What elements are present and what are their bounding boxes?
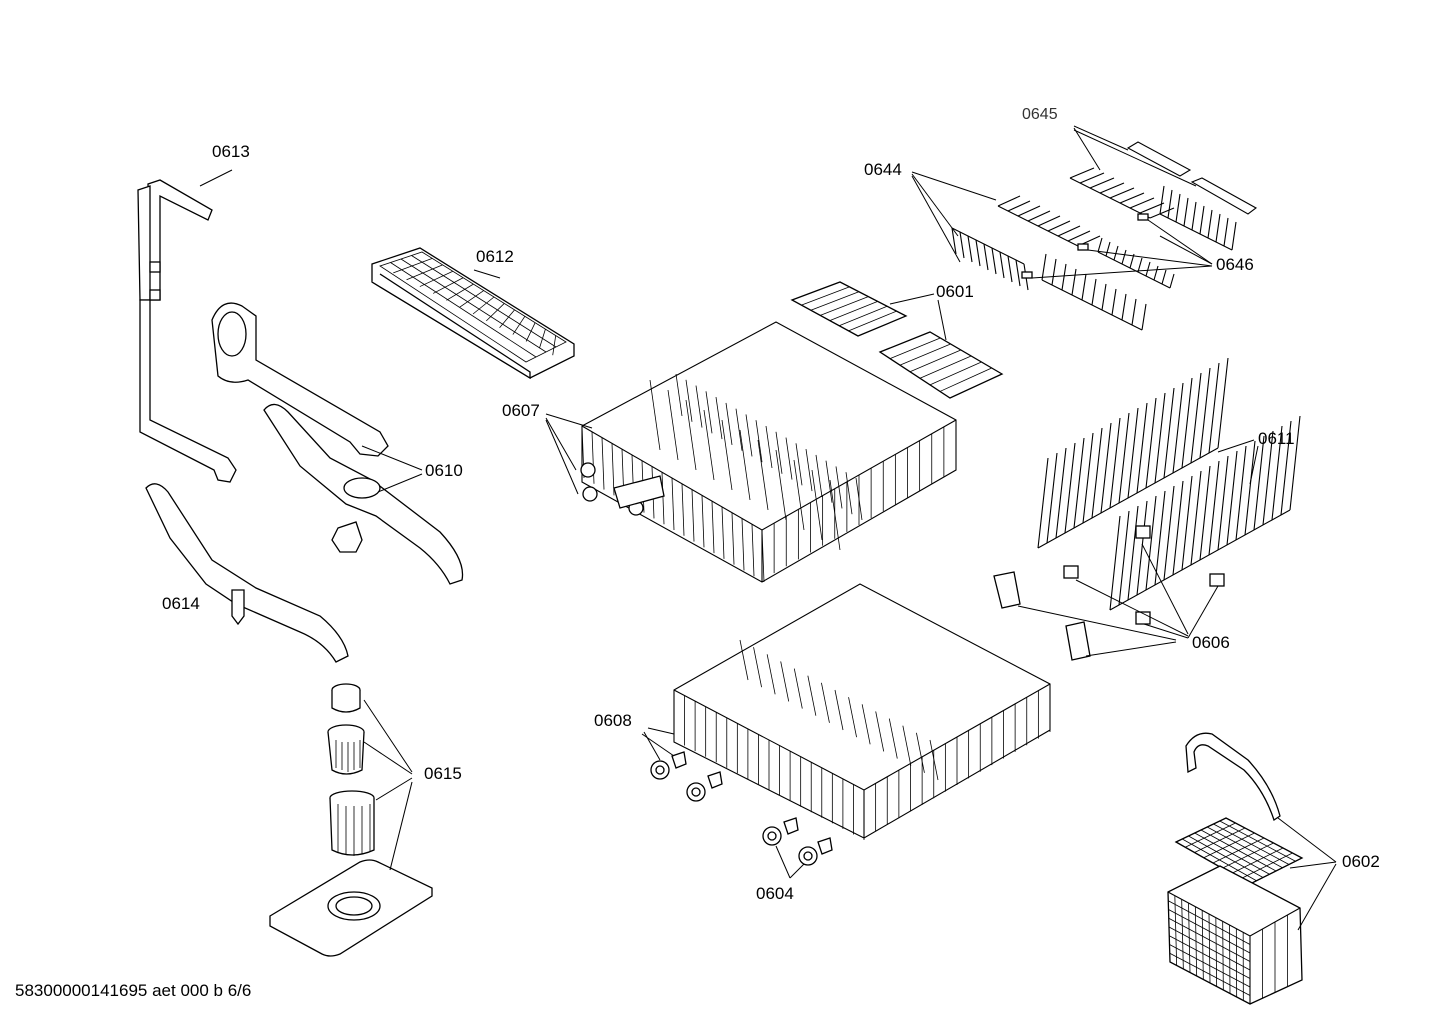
filter-assembly-0615 [269, 683, 433, 957]
clips-0606 [993, 571, 1091, 661]
lower-spray-arm-0614 [145, 483, 349, 663]
leader-lines [199, 125, 1337, 931]
document-footer-code: 58300000141695 aet 000 b 6/6 [15, 981, 252, 1000]
label-0601: 0601 [936, 282, 974, 301]
label-0611: 0611 [1258, 429, 1295, 448]
label-0614: 0614 [162, 594, 200, 613]
label-0610: 0610 [425, 461, 463, 480]
fold-tines-0644 [951, 141, 1258, 331]
cutlery-tray-0612 [371, 247, 575, 380]
upper-spray-arm-0610 [211, 302, 464, 585]
wheels-0604 [650, 751, 833, 866]
label-0602: 0602 [1342, 852, 1380, 871]
lower-rack-0608 [673, 583, 1051, 840]
supply-pipe-0613 [137, 179, 237, 483]
label-0646: 0646 [1216, 255, 1254, 274]
label-0613: 0613 [212, 142, 250, 161]
upper-rack-0607 [580, 321, 957, 583]
label-0615: 0615 [424, 764, 462, 783]
tine-rows-0611 [1037, 357, 1301, 625]
label-0607: 0607 [502, 401, 540, 420]
label-0608: 0608 [594, 711, 632, 730]
cup-rack-0601 [790, 281, 1004, 399]
cutlery-basket-0602 [1167, 732, 1304, 1005]
label-0604: 0604 [756, 884, 794, 903]
label-0612: 0612 [476, 247, 514, 266]
label-0606: 0606 [1192, 633, 1230, 652]
label-0645: 0645 [1022, 106, 1058, 123]
label-0644: 0644 [864, 160, 902, 179]
